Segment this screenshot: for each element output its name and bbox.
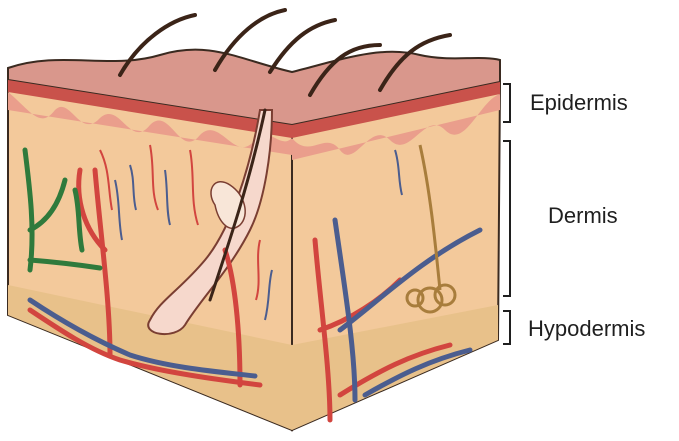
hypodermis-label: Hypodermis (528, 316, 645, 342)
epidermis-bracket (503, 83, 511, 123)
hypodermis-bracket (503, 310, 511, 345)
dermis-label: Dermis (548, 203, 618, 229)
epidermis-label: Epidermis (530, 90, 628, 116)
dermis-bracket (503, 140, 511, 297)
